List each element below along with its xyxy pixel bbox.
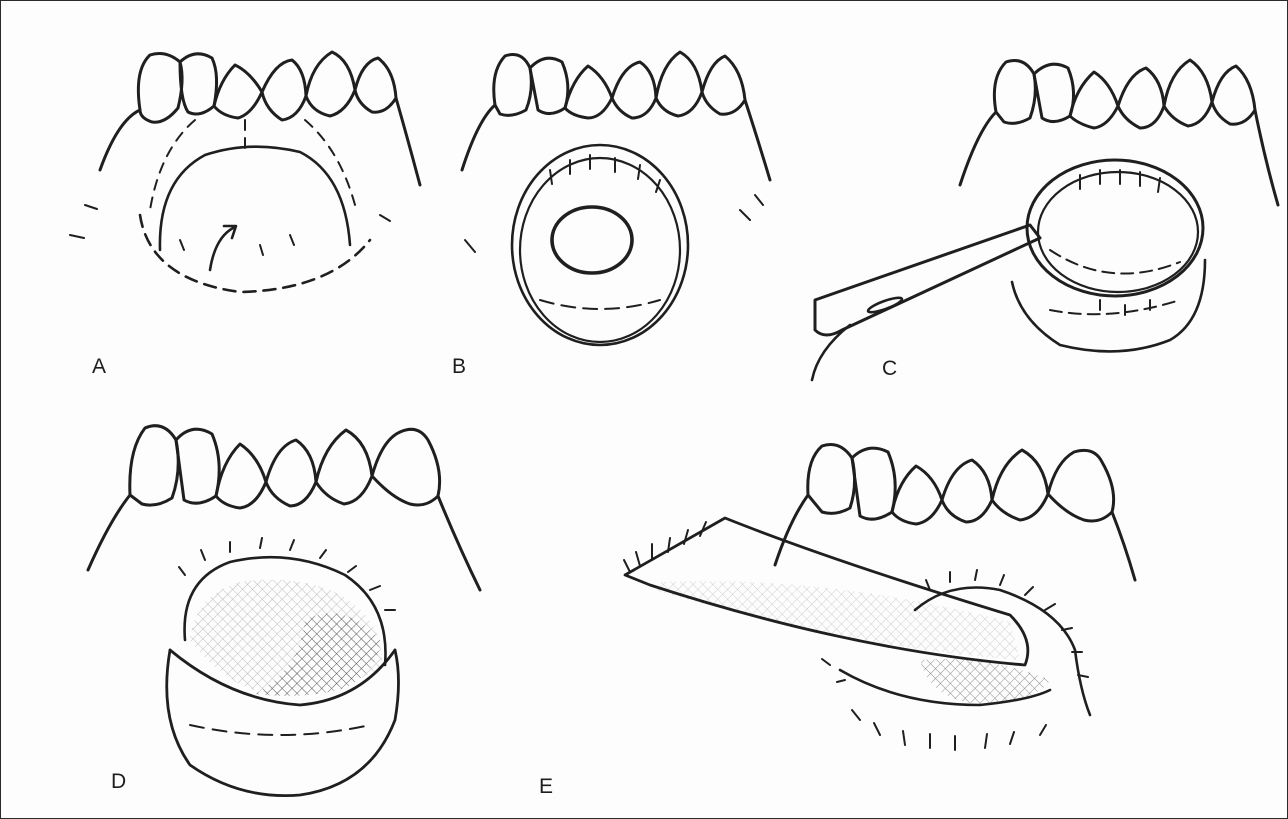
panel-c-flap-inner (1038, 172, 1198, 292)
panel-a-flap-outline (160, 147, 350, 250)
panel-label-c: C (882, 358, 897, 379)
panel-label-d: D (111, 771, 126, 792)
panel-b-flap-inner-edge (520, 158, 680, 342)
panel-d-teeth (88, 426, 480, 590)
panel-e-teeth (775, 445, 1135, 581)
panel-a-rotation-arrow (210, 228, 233, 270)
panel-e-strip-shading (655, 581, 1020, 660)
elevator-instrument (815, 225, 1040, 335)
panel-b-central-opening (552, 207, 632, 273)
panel-d-fold-line (190, 725, 370, 735)
panel-a-incision-line (140, 215, 370, 292)
panel-a-teeth (100, 52, 420, 185)
panel-b-drawing (462, 52, 770, 345)
panel-label-a: A (92, 356, 106, 377)
panel-e-flap-fringe (624, 522, 706, 572)
panel-b-fold-line (540, 300, 660, 309)
panel-a-guide-lines (150, 120, 355, 210)
panel-e-drawing (624, 445, 1135, 751)
panel-b-tissue-marks (465, 155, 763, 252)
panel-d-drawing (88, 426, 480, 796)
panel-e-tissue-marks (852, 710, 1046, 750)
panel-c-drawing (812, 60, 1278, 380)
panel-label-b: B (452, 356, 466, 377)
panel-b-flap-outer (512, 145, 688, 345)
panel-c-flap-rim (1027, 160, 1203, 296)
panel-a-drawing (70, 52, 420, 292)
panel-label-e: E (539, 776, 553, 797)
